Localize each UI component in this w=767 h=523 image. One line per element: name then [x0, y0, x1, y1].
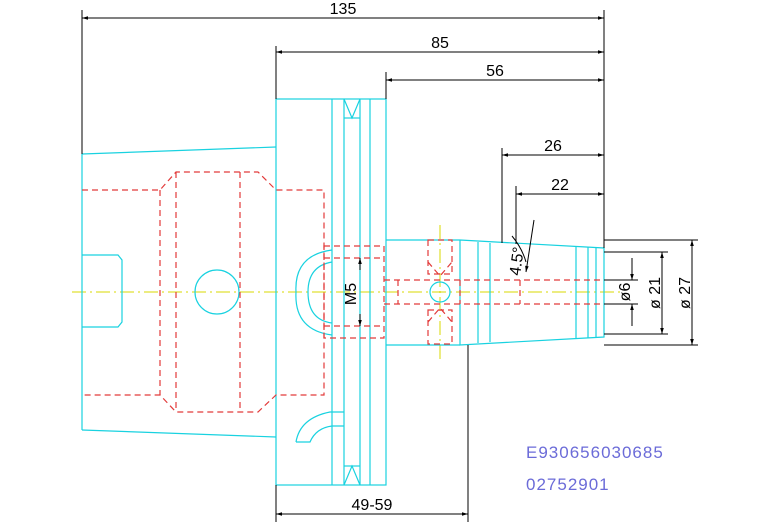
- dim-bore-dia: ø6: [617, 283, 634, 302]
- part-code-1: E930656030685: [526, 443, 664, 462]
- dim-nose-dia-27: ø 27: [677, 277, 694, 309]
- dimension-lines: [81, 10, 698, 522]
- dim-overall-length: 135: [330, 1, 357, 18]
- part-code-2: 02752901: [526, 475, 610, 494]
- dim-nose-length-26: 26: [544, 138, 562, 155]
- dim-thread: M5: [343, 283, 360, 305]
- dim-collar-to-nose: 56: [486, 63, 504, 80]
- hidden-internal-features: [82, 171, 604, 413]
- holder-body-outline: [81, 98, 605, 486]
- dim-nose-length-22: 22: [551, 177, 569, 194]
- dim-taper-angle: 4.5°: [507, 246, 528, 277]
- dim-adjust-range: 49-59: [352, 497, 393, 514]
- dim-flange-to-nose: 85: [431, 35, 449, 52]
- dim-nose-dia-21: ø 21: [647, 277, 664, 309]
